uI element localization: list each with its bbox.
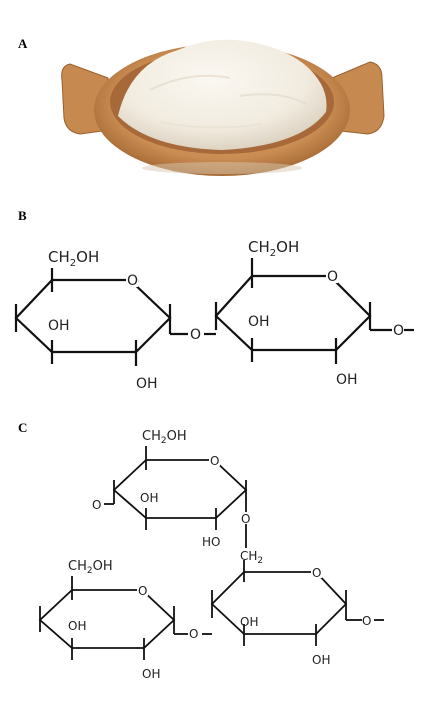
panel-label-c: C — [18, 420, 28, 435]
c-bl-ring-oxygen: O — [138, 584, 147, 598]
c-br-oh-inner: OH — [240, 615, 258, 629]
b-ring2-ch2oh: CH2OH — [248, 238, 299, 259]
b-ring1-ch2oh: CH2OH — [48, 248, 99, 269]
amylopectin-structure — [38, 446, 384, 660]
b-ring1-oh-inner: OH — [48, 318, 70, 334]
c-bl-oh-bottom: OH — [142, 667, 160, 681]
b-ring2-oh-inner: OH — [248, 314, 270, 330]
flour-bowl-illustration — [61, 39, 385, 176]
b-ring1-ring-oxygen-label: O — [127, 273, 138, 289]
bowl-base-shadow — [142, 162, 302, 174]
c-br-oh-bottom: OH — [312, 653, 330, 667]
c-ch2: CH2 — [240, 549, 263, 566]
c-top-ring-oxygen: O — [210, 454, 219, 468]
c-top-oh-inner: OH — [140, 491, 158, 505]
b-ring2-oh-bottom: OH — [336, 372, 358, 388]
panel-label-a: A — [18, 36, 28, 51]
c-end-oxygen: O — [362, 614, 371, 628]
flour-mound — [118, 39, 327, 150]
c-link-oxygen: O — [189, 627, 198, 641]
c-br-ring-oxygen: O — [312, 566, 321, 580]
b-link-oxygen: O — [190, 327, 201, 343]
c-top-left-oxygen: O — [92, 498, 101, 512]
c-top-link-oxygen: O — [241, 512, 250, 526]
c-top-ho: HO — [202, 535, 220, 549]
b-end-oxygen: O — [393, 323, 404, 339]
panel-label-b: B — [18, 208, 27, 223]
b-ring2-ring-oxygen: O — [327, 269, 338, 285]
amylose-structure — [14, 258, 414, 366]
c-top-ch2oh: CH2OH — [142, 429, 187, 446]
b-ring1-oh-bottom: OH — [136, 376, 158, 392]
c-bl-oh-inner: OH — [68, 619, 86, 633]
c-bl-ch2oh: CH2OH — [68, 559, 113, 576]
